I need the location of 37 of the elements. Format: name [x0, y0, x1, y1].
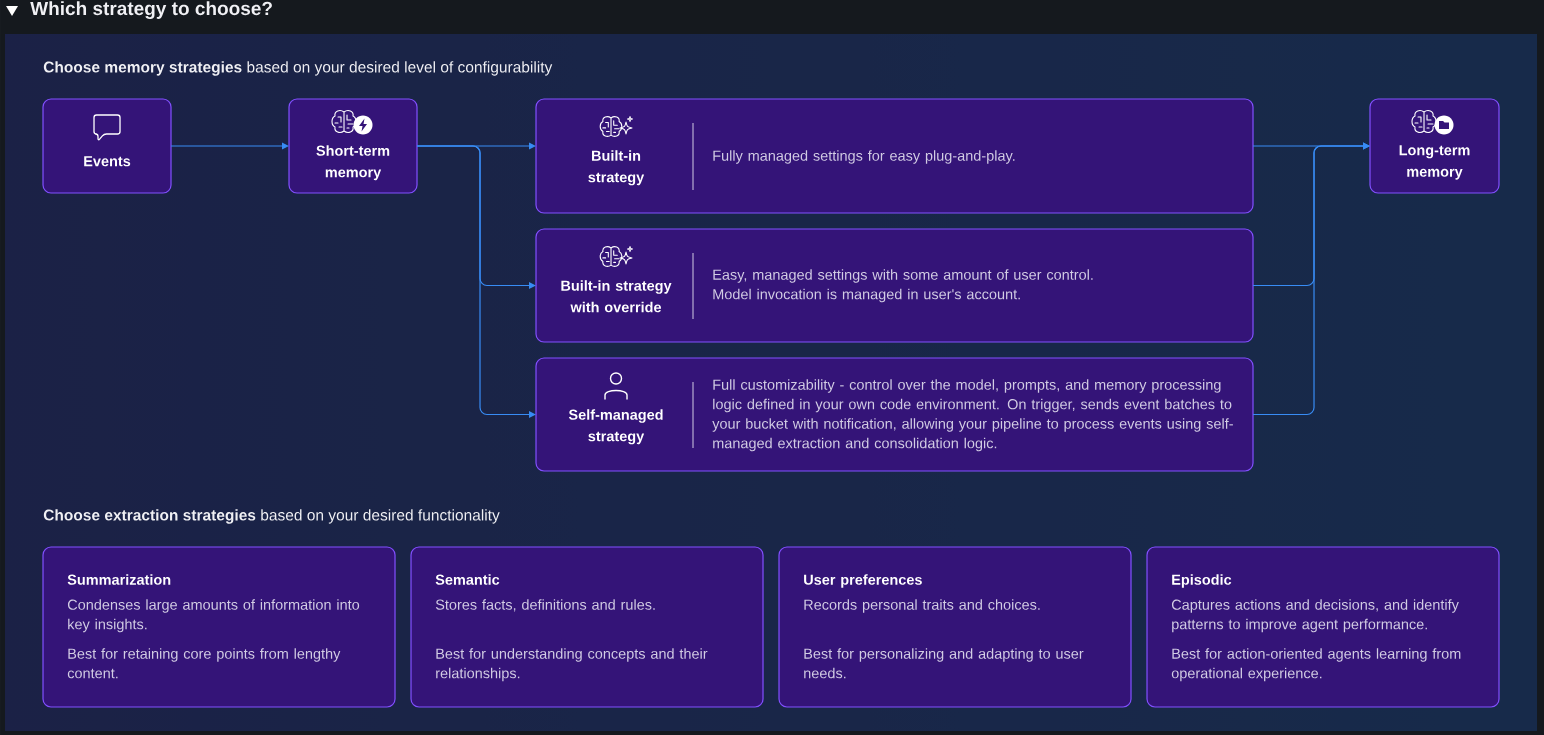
- description-text: Easy, managed settings with some amount of user control. Model invocation is managed in user's account.: [713, 269, 1093, 303]
- card-heading: Semantic: [435, 574, 500, 585]
- strategy-box: [535, 98, 1254, 214]
- strategy-box: [535, 357, 1254, 472]
- info-card: [778, 546, 1132, 708]
- card-heading: Episodic: [1172, 574, 1232, 588]
- card-text: Best for action-oriented agents learning from operational experience.: [1171, 648, 1461, 682]
- box-title: Built-in strategy with override: [561, 280, 672, 313]
- card-text: Captures actions and decisions, and identify patterns to improve agent performance.: [1171, 599, 1459, 633]
- card-text: Stores facts, definitions and rules.: [435, 599, 655, 612]
- description-text: Fully managed settings for easy plug-and-play.: [713, 150, 1015, 164]
- card-heading: Summarization: [67, 574, 171, 585]
- info-card: [1146, 546, 1500, 708]
- info-card: [410, 546, 764, 708]
- box-label: Short-term memory: [316, 145, 390, 181]
- arrow: [170, 142, 289, 150]
- section-title: Which strategy to choose?: [30, 1, 272, 19]
- strategy-box: [535, 228, 1254, 343]
- box-title: Self-managed strategy: [568, 409, 663, 445]
- card-text: Records personal traits and choices.: [804, 599, 1040, 613]
- box-label: Long-term memory: [1399, 145, 1470, 180]
- process-box: [1369, 98, 1500, 194]
- card-heading: User preferences: [804, 574, 922, 588]
- arrow: [416, 145, 536, 418]
- box-label: Events: [84, 156, 131, 167]
- section-heading: Choose memory strategies based on your desired level of configurability: [43, 61, 553, 76]
- card-text: Best for personalizing and adapting to user needs.: [804, 648, 1084, 679]
- card-text: Best for understanding concepts and their relationships.: [436, 648, 708, 682]
- info-card: [42, 546, 396, 708]
- card-text: Best for retaining core points from lengthy content.: [67, 648, 341, 679]
- description-text: Full customizability - control over the model, prompts, and memory processing logic defined in your own code environment. On trigger, sends event batches to your bucket with notification, allowing your pipeline to process events using self-managed extraction and consolidation logic.: [712, 379, 1233, 452]
- process-box: [288, 98, 418, 194]
- card-text: Condenses large amounts of information into key insights.: [67, 599, 360, 633]
- box-title: Built-in strategy: [588, 150, 645, 186]
- section-heading: Choose extraction strategies based on your desired functionality: [43, 509, 500, 524]
- arrow: [1252, 142, 1370, 416]
- process-box: [42, 98, 172, 194]
